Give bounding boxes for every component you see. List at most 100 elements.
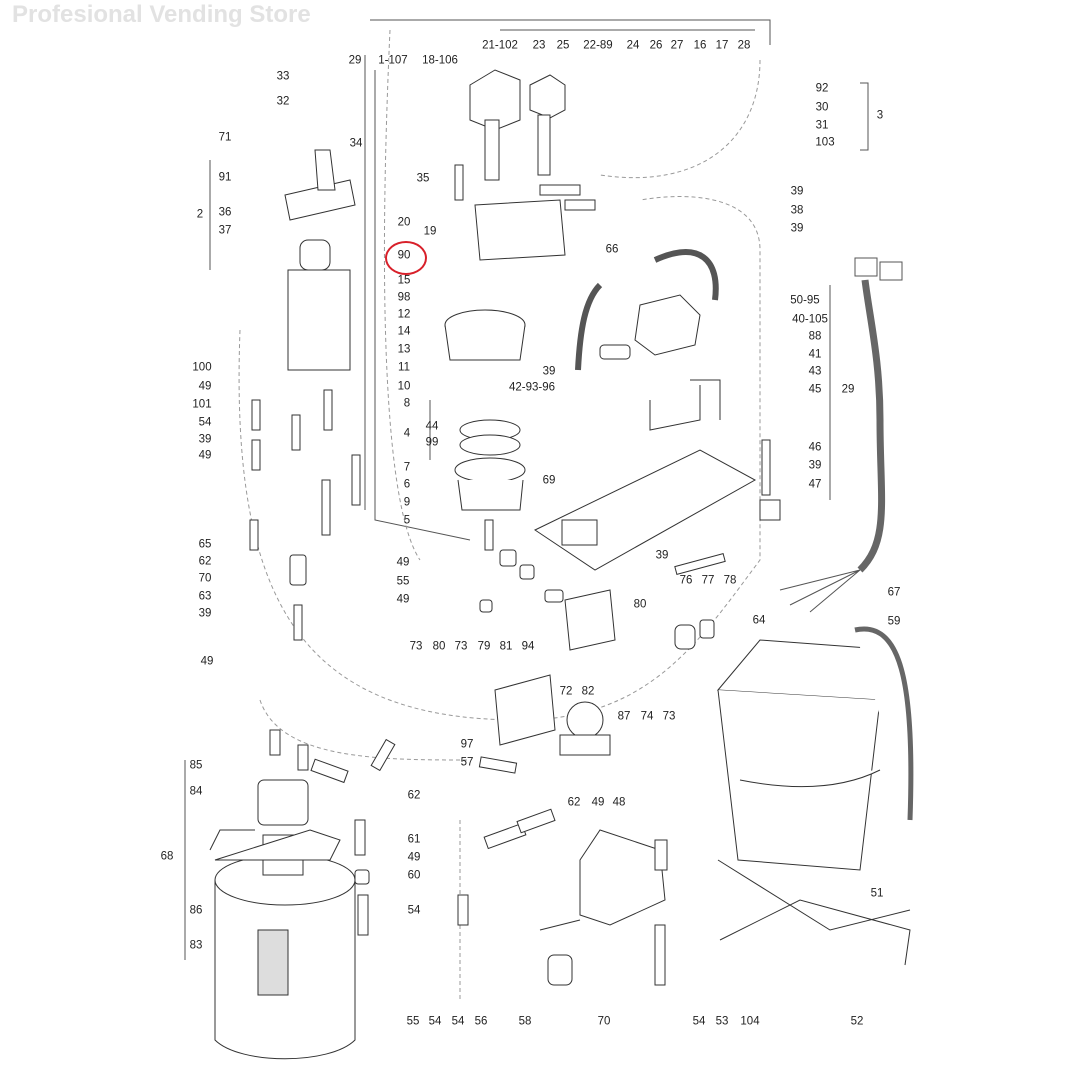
part-label-81: 81 — [499, 640, 513, 653]
part-label-99: 99 — [425, 436, 439, 449]
part-label-60: 60 — [407, 869, 421, 882]
part-label-80: 80 — [633, 598, 647, 611]
waste-bucket — [716, 626, 914, 966]
part-label-40-105: 40-105 — [792, 313, 828, 326]
part-label-28: 28 — [737, 39, 751, 52]
part-label-70: 70 — [597, 1015, 611, 1028]
part-label-33: 33 — [276, 70, 290, 83]
group-brackets — [184, 19, 869, 960]
part-label-71: 71 — [218, 131, 232, 144]
part-label-34: 34 — [349, 137, 363, 150]
part-label-39: 39 — [655, 549, 669, 562]
part-label-55: 55 — [406, 1015, 420, 1028]
part-label-42-93-96: 42-93-96 — [508, 381, 556, 394]
part-label-25: 25 — [556, 39, 570, 52]
part-label-79: 79 — [477, 640, 491, 653]
part-label-52: 52 — [850, 1015, 864, 1028]
part-label-86: 86 — [189, 904, 203, 917]
wiring-harness — [779, 257, 903, 613]
part-label-97: 97 — [460, 738, 474, 751]
part-label-26: 26 — [649, 39, 663, 52]
part-label-45: 45 — [808, 383, 822, 396]
part-label-72: 72 — [559, 685, 573, 698]
part-label-83: 83 — [189, 939, 203, 952]
part-label-13: 13 — [397, 343, 411, 356]
part-label-90: 90 — [397, 249, 411, 262]
part-label-15: 15 — [397, 274, 411, 287]
part-label-47: 47 — [808, 478, 822, 491]
part-label-65: 65 — [198, 538, 212, 551]
part-label-5: 5 — [403, 514, 411, 527]
part-label-49: 49 — [396, 593, 410, 606]
part-label-6: 6 — [403, 478, 411, 491]
water-tank — [209, 779, 356, 1060]
part-label-30: 30 — [815, 101, 829, 114]
part-label-67: 67 — [887, 586, 901, 599]
part-label-1-107: 1-107 — [378, 54, 408, 67]
part-label-21-102: 21-102 — [482, 39, 518, 52]
part-label-23: 23 — [532, 39, 546, 52]
part-label-74: 74 — [640, 710, 654, 723]
part-label-91: 91 — [218, 171, 232, 184]
part-label-80: 80 — [432, 640, 446, 653]
part-label-3: 3 — [876, 109, 884, 122]
part-label-24: 24 — [626, 39, 640, 52]
part-label-69: 69 — [542, 474, 556, 487]
dashed-lines — [238, 29, 761, 1000]
part-label-39: 39 — [790, 185, 804, 198]
boiler — [444, 309, 526, 551]
part-label-49: 49 — [198, 380, 212, 393]
part-label-39: 39 — [808, 459, 822, 472]
part-label-88: 88 — [808, 330, 822, 343]
part-label-16: 16 — [693, 39, 707, 52]
part-label-104: 104 — [740, 1015, 760, 1028]
pump — [575, 249, 719, 371]
part-label-62: 62 — [198, 555, 212, 568]
part-label-100: 100 — [192, 361, 212, 374]
part-label-78: 78 — [723, 574, 737, 587]
part-label-56: 56 — [474, 1015, 488, 1028]
part-label-10: 10 — [397, 380, 411, 393]
part-label-39: 39 — [198, 607, 212, 620]
highlight-circle-part-90 — [385, 241, 427, 275]
part-label-54: 54 — [692, 1015, 706, 1028]
part-label-84: 84 — [189, 785, 203, 798]
flow-block — [479, 549, 715, 756]
part-label-51: 51 — [870, 887, 884, 900]
part-label-11: 11 — [398, 361, 410, 374]
part-label-58: 58 — [518, 1015, 532, 1028]
part-label-39: 39 — [790, 222, 804, 235]
part-label-20: 20 — [397, 216, 411, 229]
part-label-94: 94 — [521, 640, 535, 653]
part-label-50-95: 50-95 — [790, 294, 820, 307]
part-label-92: 92 — [815, 82, 829, 95]
part-label-7: 7 — [403, 461, 411, 474]
part-label-39: 39 — [198, 433, 212, 446]
part-label-73: 73 — [454, 640, 468, 653]
part-label-49: 49 — [396, 556, 410, 569]
part-label-73: 73 — [662, 710, 676, 723]
lower-bracket — [269, 553, 726, 986]
part-label-18-106: 18-106 — [422, 54, 458, 67]
part-label-43: 43 — [808, 365, 822, 378]
part-label-62: 62 — [567, 796, 581, 809]
part-label-35: 35 — [416, 172, 430, 185]
solenoid-valves — [469, 69, 596, 261]
part-label-31: 31 — [815, 119, 829, 132]
part-label-2: 2 — [196, 208, 204, 221]
part-label-49: 49 — [200, 655, 214, 668]
part-label-41: 41 — [808, 348, 822, 361]
part-label-8: 8 — [403, 397, 411, 410]
part-label-29: 29 — [348, 54, 362, 67]
part-label-36: 36 — [218, 206, 232, 219]
base-plate — [533, 379, 781, 571]
part-label-4: 4 — [403, 427, 411, 440]
part-label-63: 63 — [198, 590, 212, 603]
part-label-49: 49 — [591, 796, 605, 809]
part-label-59: 59 — [887, 615, 901, 628]
part-label-22-89: 22-89 — [583, 39, 613, 52]
part-label-54: 54 — [407, 904, 421, 917]
part-label-48: 48 — [612, 796, 626, 809]
part-label-68: 68 — [160, 850, 174, 863]
